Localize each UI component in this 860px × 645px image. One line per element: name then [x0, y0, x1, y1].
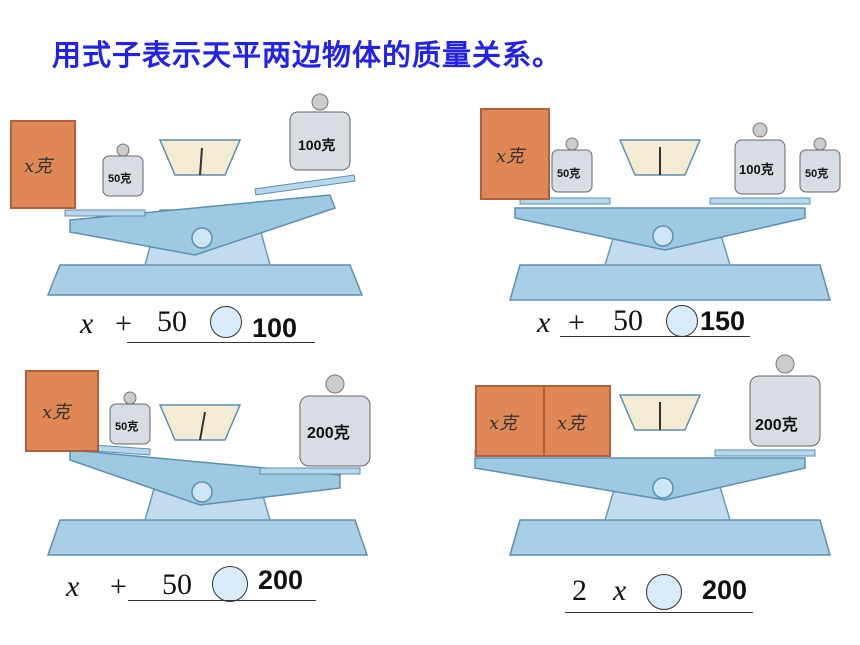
svg-text:100克: 100克	[739, 162, 774, 177]
weight-50g: 50克	[109, 391, 151, 445]
mass-block: x克	[10, 120, 76, 209]
weight-50g: 50克	[799, 137, 841, 193]
expr-operator: +	[110, 570, 127, 603]
balance-panel-4: x克 x克 200克	[455, 350, 855, 580]
expr-variable: x	[80, 307, 94, 340]
svg-text:x克: x克	[557, 413, 588, 434]
balance-scale-4	[474, 394, 831, 556]
mass-block: x克	[25, 370, 99, 452]
mass-block: x克	[543, 385, 611, 457]
answer-underline	[565, 612, 753, 613]
svg-text:50克: 50克	[115, 419, 138, 433]
balance-panel-3: x克 50克 200克	[10, 360, 410, 590]
answer-underline	[128, 600, 316, 601]
balance-scale-3	[46, 404, 369, 556]
expr-rhs: 150	[700, 306, 746, 336]
expr-operator: +	[115, 307, 132, 340]
balance-scale-2	[509, 139, 831, 301]
weight-50g: 50克	[551, 137, 593, 193]
svg-text:50克: 50克	[805, 166, 828, 180]
answer-underline	[127, 342, 315, 343]
balance-scale-1	[46, 139, 364, 296]
expr-variable: x	[613, 574, 627, 607]
svg-text:x克: x克	[496, 146, 527, 167]
svg-text:x克: x克	[42, 402, 73, 423]
expr-rhs: 200	[702, 575, 748, 605]
page-title: 用式子表示天平两边物体的质量关系。	[52, 38, 563, 72]
expr-number: 50	[613, 304, 643, 337]
expr-variable: x	[66, 570, 80, 603]
weight-100g: 100克	[734, 122, 786, 195]
weight-50g: 50克	[102, 143, 144, 197]
expr-operator: +	[568, 306, 585, 339]
expr-coefficient: 2	[572, 574, 587, 607]
mass-block: x克	[475, 385, 545, 457]
answer-underline	[560, 336, 750, 337]
expr-rhs: 100	[252, 313, 298, 343]
expr-variable: x	[537, 306, 551, 339]
svg-text:200克: 200克	[307, 423, 350, 442]
expr-number: 50	[157, 305, 187, 338]
svg-text:100克: 100克	[298, 137, 335, 153]
expr-number: 50	[162, 568, 192, 601]
svg-text:200克: 200克	[755, 415, 798, 434]
mass-block: x克	[480, 108, 550, 200]
balance-panel-2: x克 50克 100克 50克	[455, 90, 855, 320]
answer-circle-4[interactable]	[646, 574, 682, 610]
expr-rhs: 200	[258, 565, 304, 595]
svg-text:50克: 50克	[108, 171, 131, 185]
svg-text:x克: x克	[489, 413, 520, 434]
weight-100g: 100克	[289, 93, 351, 171]
weight-200g: 200克	[749, 354, 821, 447]
weight-200g: 200克	[299, 374, 371, 467]
balance-panel-1: x克 50克 100克	[10, 90, 410, 320]
answer-circle-1[interactable]	[210, 306, 242, 338]
svg-text:50克: 50克	[557, 166, 580, 180]
block-label: x克	[24, 156, 55, 177]
answer-circle-2[interactable]	[666, 305, 698, 337]
answer-circle-3[interactable]	[212, 566, 248, 602]
